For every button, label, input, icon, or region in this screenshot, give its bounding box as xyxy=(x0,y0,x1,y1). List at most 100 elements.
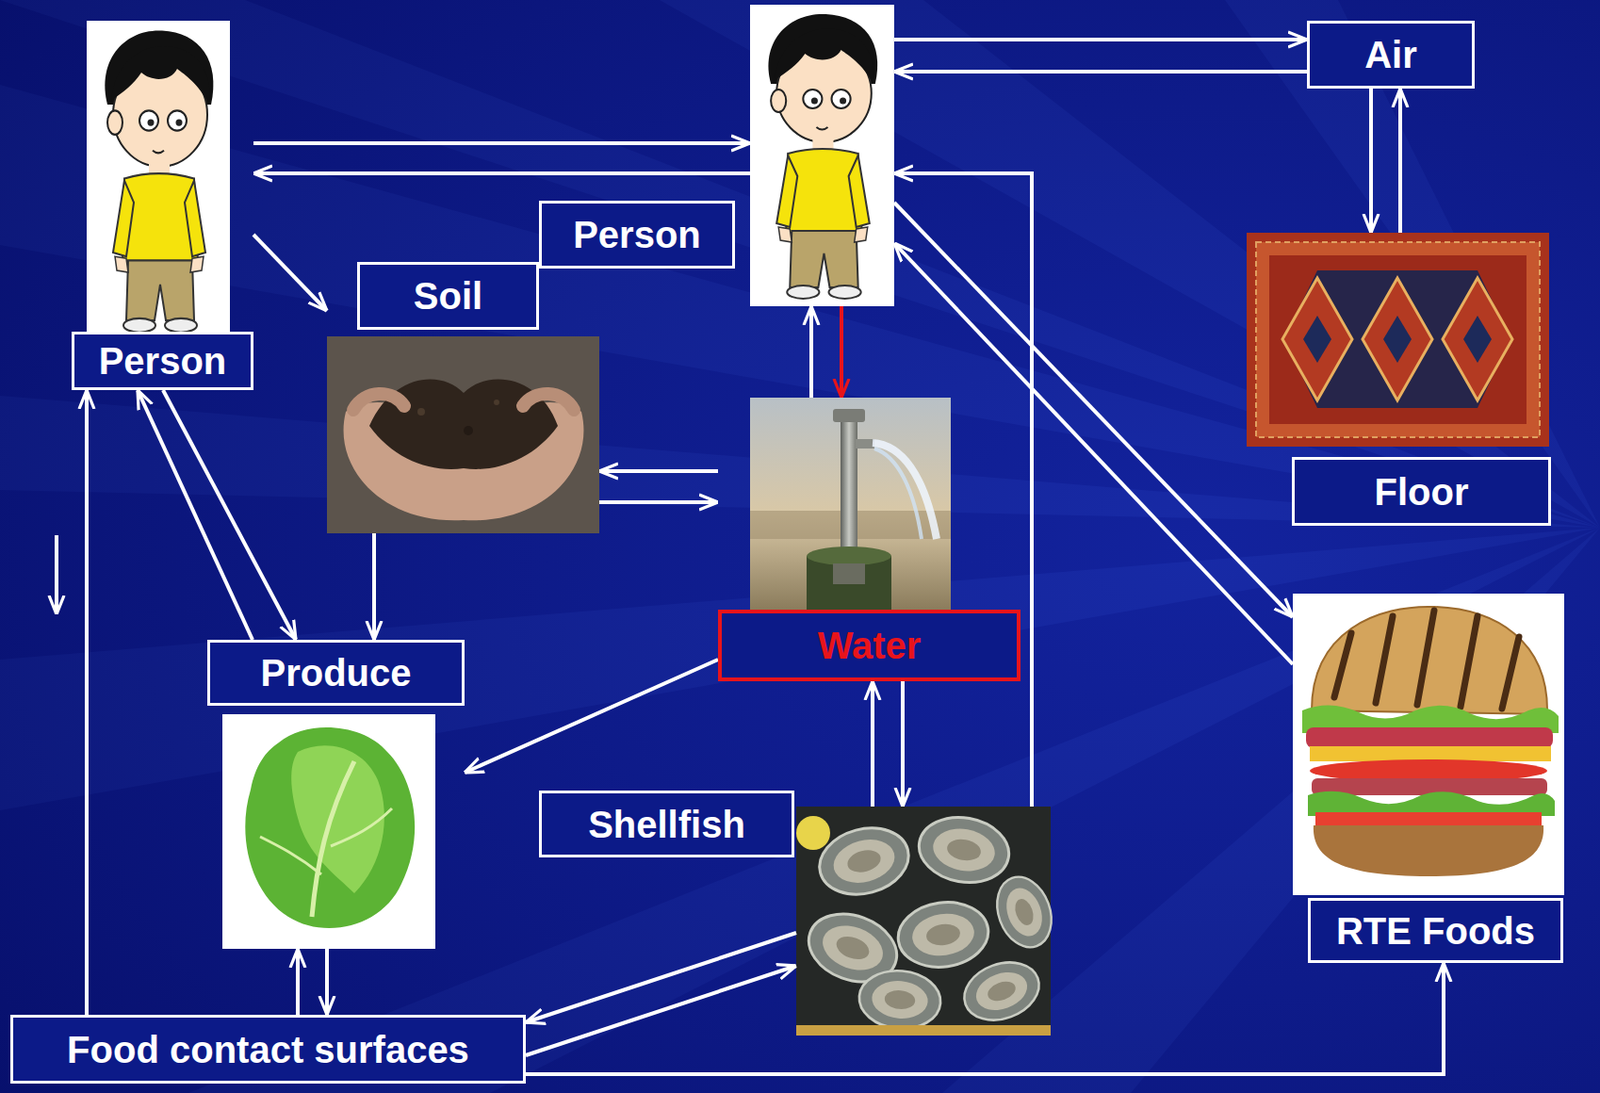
picture-node: Soil xyxy=(326,261,600,534)
lettuce-photo xyxy=(222,714,436,949)
label-text: Soil xyxy=(413,275,483,317)
carpet-photo xyxy=(1442,277,1513,401)
label-box-node: Air xyxy=(1306,20,1475,89)
picture-node: Floor xyxy=(1246,232,1552,526)
person-figure xyxy=(86,20,230,341)
oysters-photo xyxy=(956,952,1047,1030)
label-text: Produce xyxy=(260,652,411,694)
arrow-connector xyxy=(599,500,719,505)
picture-node: Water xyxy=(718,397,1021,682)
arrow-connector xyxy=(839,306,844,398)
arrow-connector xyxy=(372,533,376,640)
sandwich-photo xyxy=(1334,610,1519,709)
arrow-connector xyxy=(325,948,329,1015)
label-text: Floor xyxy=(1374,471,1470,513)
arrow-connector xyxy=(464,659,719,773)
arrow-connector xyxy=(84,390,89,1015)
label-box: Food contact surfaces xyxy=(10,1014,526,1084)
label-box-node: Food contact surfaces xyxy=(10,1014,526,1084)
picture-node: Person xyxy=(750,4,895,307)
label-box: Water xyxy=(718,609,1021,682)
oysters-photo xyxy=(894,897,994,974)
lettuce-photo xyxy=(260,836,322,875)
person-figure xyxy=(750,4,895,307)
label-box: Soil xyxy=(357,261,539,330)
loose-arrow xyxy=(54,535,59,615)
sandwich-photo xyxy=(1313,825,1544,877)
label-text: RTE Foods xyxy=(1336,910,1535,952)
picture-node: Person xyxy=(71,20,254,391)
water-tap-photo xyxy=(855,439,875,449)
arrow-connector xyxy=(894,69,1307,74)
label-text: Food contact surfaces xyxy=(66,1028,470,1071)
water-tap-photo xyxy=(806,546,892,566)
water-tap-photo xyxy=(832,563,866,585)
picture-node: RTE Foods xyxy=(1292,593,1565,964)
arrow-connector xyxy=(1369,88,1373,233)
arrow-connector xyxy=(809,306,814,398)
water-tap-photo xyxy=(750,397,951,610)
label-box: Produce xyxy=(207,639,465,706)
sandwich-photo xyxy=(1375,616,1393,703)
lettuce-photo xyxy=(291,745,385,894)
carpet-photo xyxy=(1246,232,1550,447)
arrow-connector xyxy=(295,948,300,1015)
lettuce-photo xyxy=(244,727,415,929)
sandwich-photo xyxy=(1311,778,1548,796)
label-box: Floor xyxy=(1291,457,1552,526)
label-box: Air xyxy=(1306,20,1475,89)
label-text: Person xyxy=(572,213,702,256)
oysters-photo xyxy=(796,806,1062,1036)
picture-node: Shellfish xyxy=(796,806,1051,1036)
soil-photo xyxy=(522,393,574,410)
lettuce-photo xyxy=(222,714,436,949)
sandwich-photo xyxy=(1417,610,1435,705)
oysters-photo xyxy=(987,869,1061,956)
person-figure xyxy=(750,4,895,307)
label-box: Person xyxy=(71,331,254,391)
sandwich-photo xyxy=(1292,593,1565,896)
oysters-photo xyxy=(856,967,943,1032)
soil-photo xyxy=(326,336,600,534)
label-box: RTE Foods xyxy=(1307,897,1564,964)
water-tap-photo xyxy=(750,397,951,610)
arrow-connector xyxy=(894,173,1032,807)
label-text: Water xyxy=(817,624,922,667)
arrow-connector xyxy=(253,171,751,176)
label-text: Air xyxy=(1364,33,1418,76)
picture-node: Produce xyxy=(207,639,465,949)
label-box: Shellfish xyxy=(538,790,795,858)
carpet-photo xyxy=(1383,315,1412,363)
label-box: Person xyxy=(538,200,735,269)
soil-photo xyxy=(326,336,600,534)
oysters-photo xyxy=(914,810,1014,890)
soil-photo xyxy=(417,408,425,416)
label-text: Person xyxy=(98,340,228,382)
water-tap-photo xyxy=(806,555,892,610)
oysters-photo xyxy=(796,816,831,850)
water-tap-photo xyxy=(832,408,866,423)
water-tap-photo xyxy=(872,442,937,539)
arrow-connector xyxy=(137,390,253,640)
arrow-connector xyxy=(525,963,1444,1075)
sandwich-photo xyxy=(1292,593,1565,896)
arrow-connector xyxy=(894,243,1293,665)
arrow-connector xyxy=(1398,88,1403,233)
arrow-connector xyxy=(599,469,719,474)
carpet-photo xyxy=(1282,277,1353,401)
arrow-connector xyxy=(253,234,327,311)
arrow-connector xyxy=(525,965,797,1056)
sandwich-photo xyxy=(1309,746,1552,762)
arrow-connector xyxy=(894,37,1307,42)
arrow-connector xyxy=(163,390,296,640)
lettuce-photo xyxy=(330,808,392,847)
soil-photo xyxy=(463,425,474,436)
sandwich-photo xyxy=(1334,633,1352,698)
carpet-photo xyxy=(1463,315,1492,363)
soil-photo xyxy=(493,399,500,406)
oysters-photo xyxy=(796,1025,1051,1036)
arrow-connector xyxy=(870,681,875,807)
